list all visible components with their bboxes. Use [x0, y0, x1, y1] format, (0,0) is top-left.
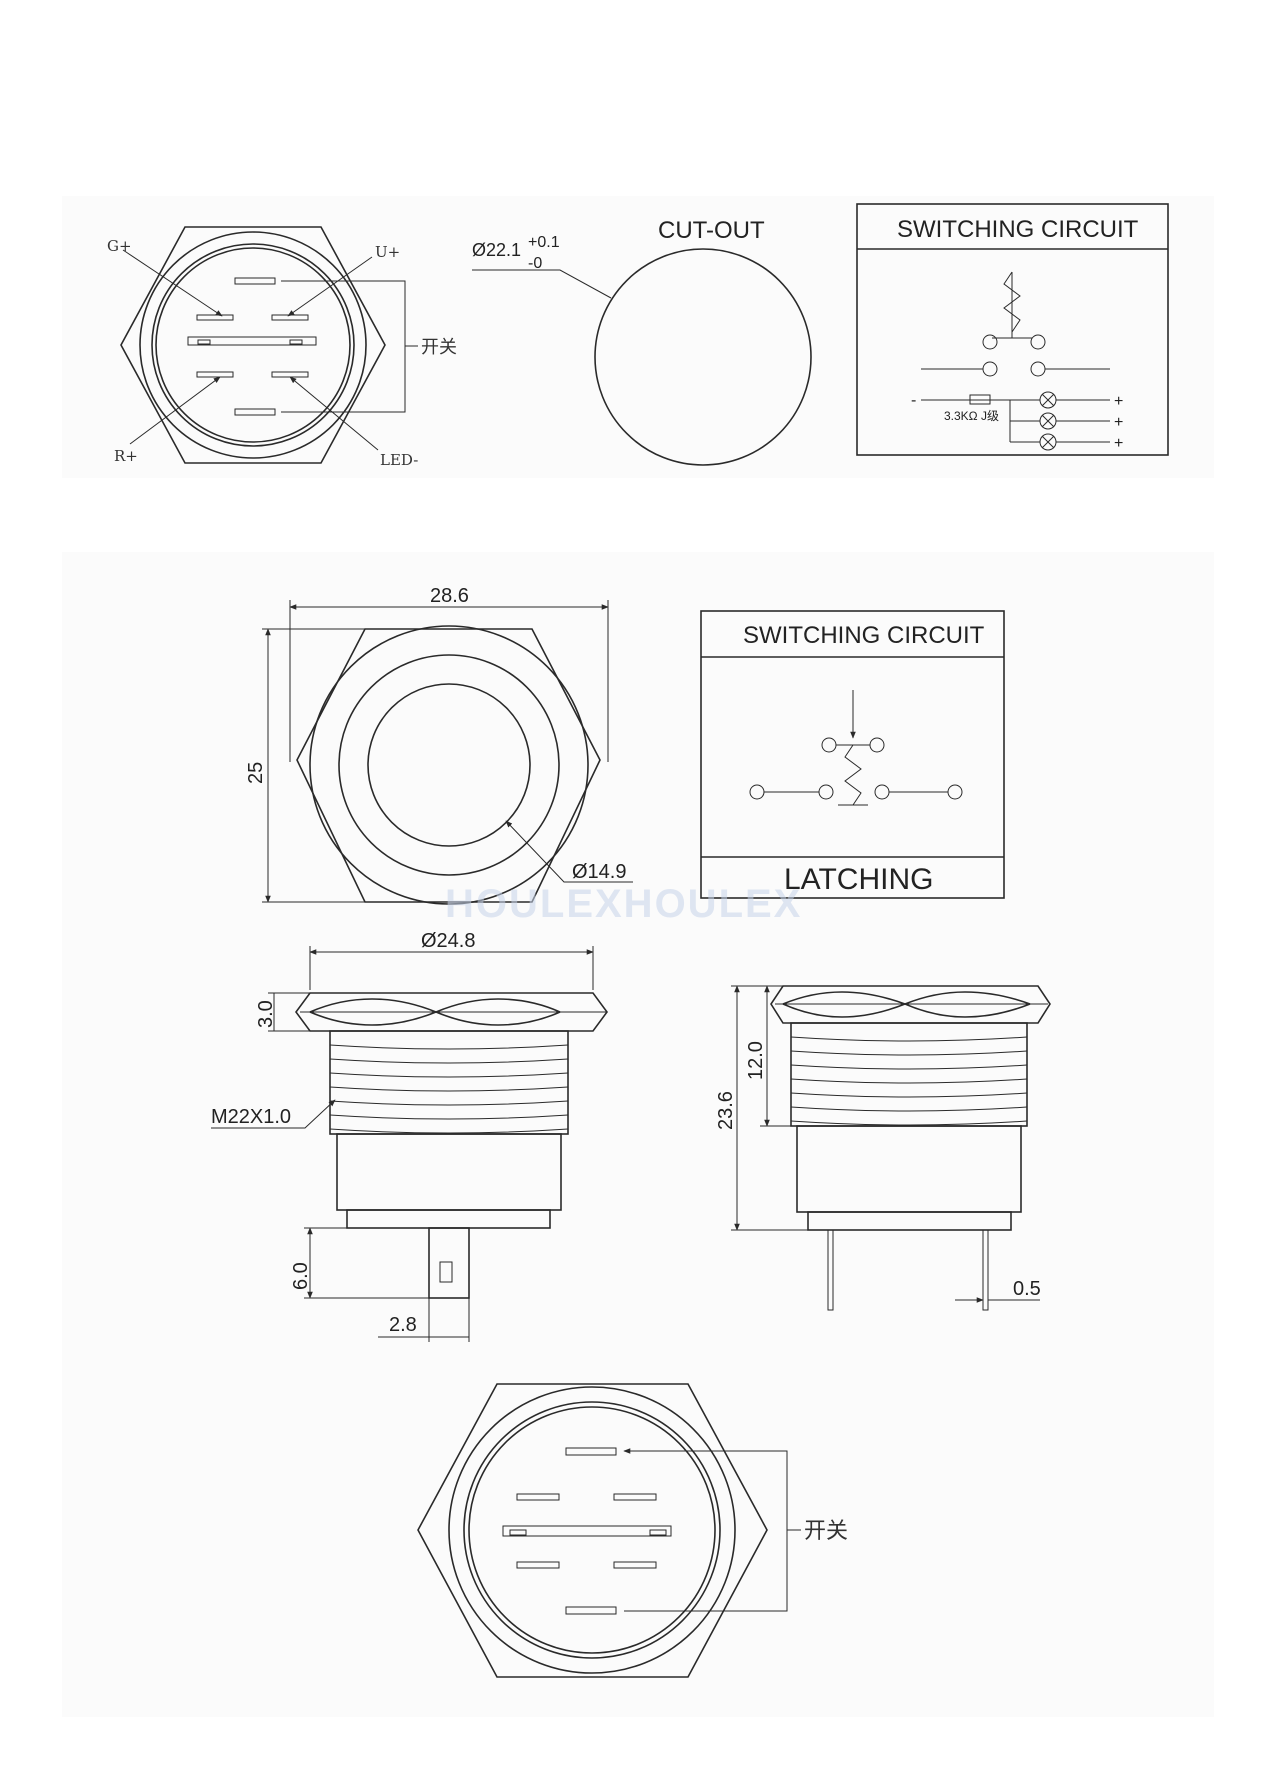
dim-pin-length: 6.0: [290, 1262, 312, 1290]
front-view: 28.6 25 Ø14.9: [245, 585, 633, 905]
circuit-latching: SWITCHING CIRCUIT LATCHING: [700, 610, 1005, 899]
top-view: G+ U+ R+ LED- 开关: [107, 226, 457, 469]
thread-lines: [329, 1044, 569, 1134]
dim-ring-diameter: Ø14.9: [572, 861, 626, 883]
bottom-panel: [62, 552, 1214, 1717]
circuit-top-plus-1: +: [1114, 393, 1123, 410]
dim-thread: M22X1.0: [211, 1106, 291, 1128]
cutout-diameter: Ø22.1: [472, 240, 521, 260]
thread-lines-right: [790, 1036, 1028, 1126]
side-view-left: Ø24.8 3.0 M22X1.0 6.0 2.8: [211, 930, 608, 1342]
dim-thread-length: 12.0: [745, 1041, 767, 1080]
bottom-switch-label: 开关: [804, 1519, 848, 1544]
circuit-latching-title: SWITCHING CIRCUIT: [743, 622, 985, 649]
dim-height: 25: [245, 762, 267, 784]
side-view-right: 12.0 23.6 0.5: [715, 985, 1051, 1311]
dim-nut-thickness: 3.0: [255, 1000, 277, 1028]
label-u-plus: U+: [375, 243, 400, 261]
label-switch: 开关: [421, 337, 457, 358]
circuit-top: SWITCHING CIRCUIT - 3.3KΩ J级: [856, 203, 1169, 456]
circuit-top-plus-2: +: [1114, 414, 1123, 431]
cutout-view: CUT-OUT Ø22.1 +0.1 -0: [472, 217, 812, 466]
label-led-minus: LED-: [380, 451, 418, 469]
dim-width: 28.6: [430, 585, 469, 607]
label-r-plus: R+: [114, 447, 138, 465]
circuit-top-resistor: 3.3KΩ J级: [944, 409, 999, 423]
cutout-tol-plus: +0.1: [528, 234, 560, 251]
cutout-tol-minus: -0: [528, 255, 542, 272]
circuit-latching-mode: LATCHING: [784, 863, 933, 896]
dim-nut-diameter: Ø24.8: [421, 930, 475, 952]
dim-pin-thickness: 0.5: [1013, 1278, 1041, 1300]
dim-total-length: 23.6: [715, 1091, 737, 1130]
circuit-top-title: SWITCHING CIRCUIT: [897, 216, 1139, 243]
label-g-plus: G+: [107, 237, 132, 255]
bottom-view: 开关: [417, 1383, 848, 1678]
circuit-top-plus-3: +: [1114, 435, 1123, 452]
circuit-top-minus: -: [911, 392, 916, 409]
cutout-title: CUT-OUT: [658, 217, 765, 244]
watermark: HOULEXHOULEX: [445, 882, 802, 926]
dim-pin-width: 2.8: [389, 1314, 417, 1336]
